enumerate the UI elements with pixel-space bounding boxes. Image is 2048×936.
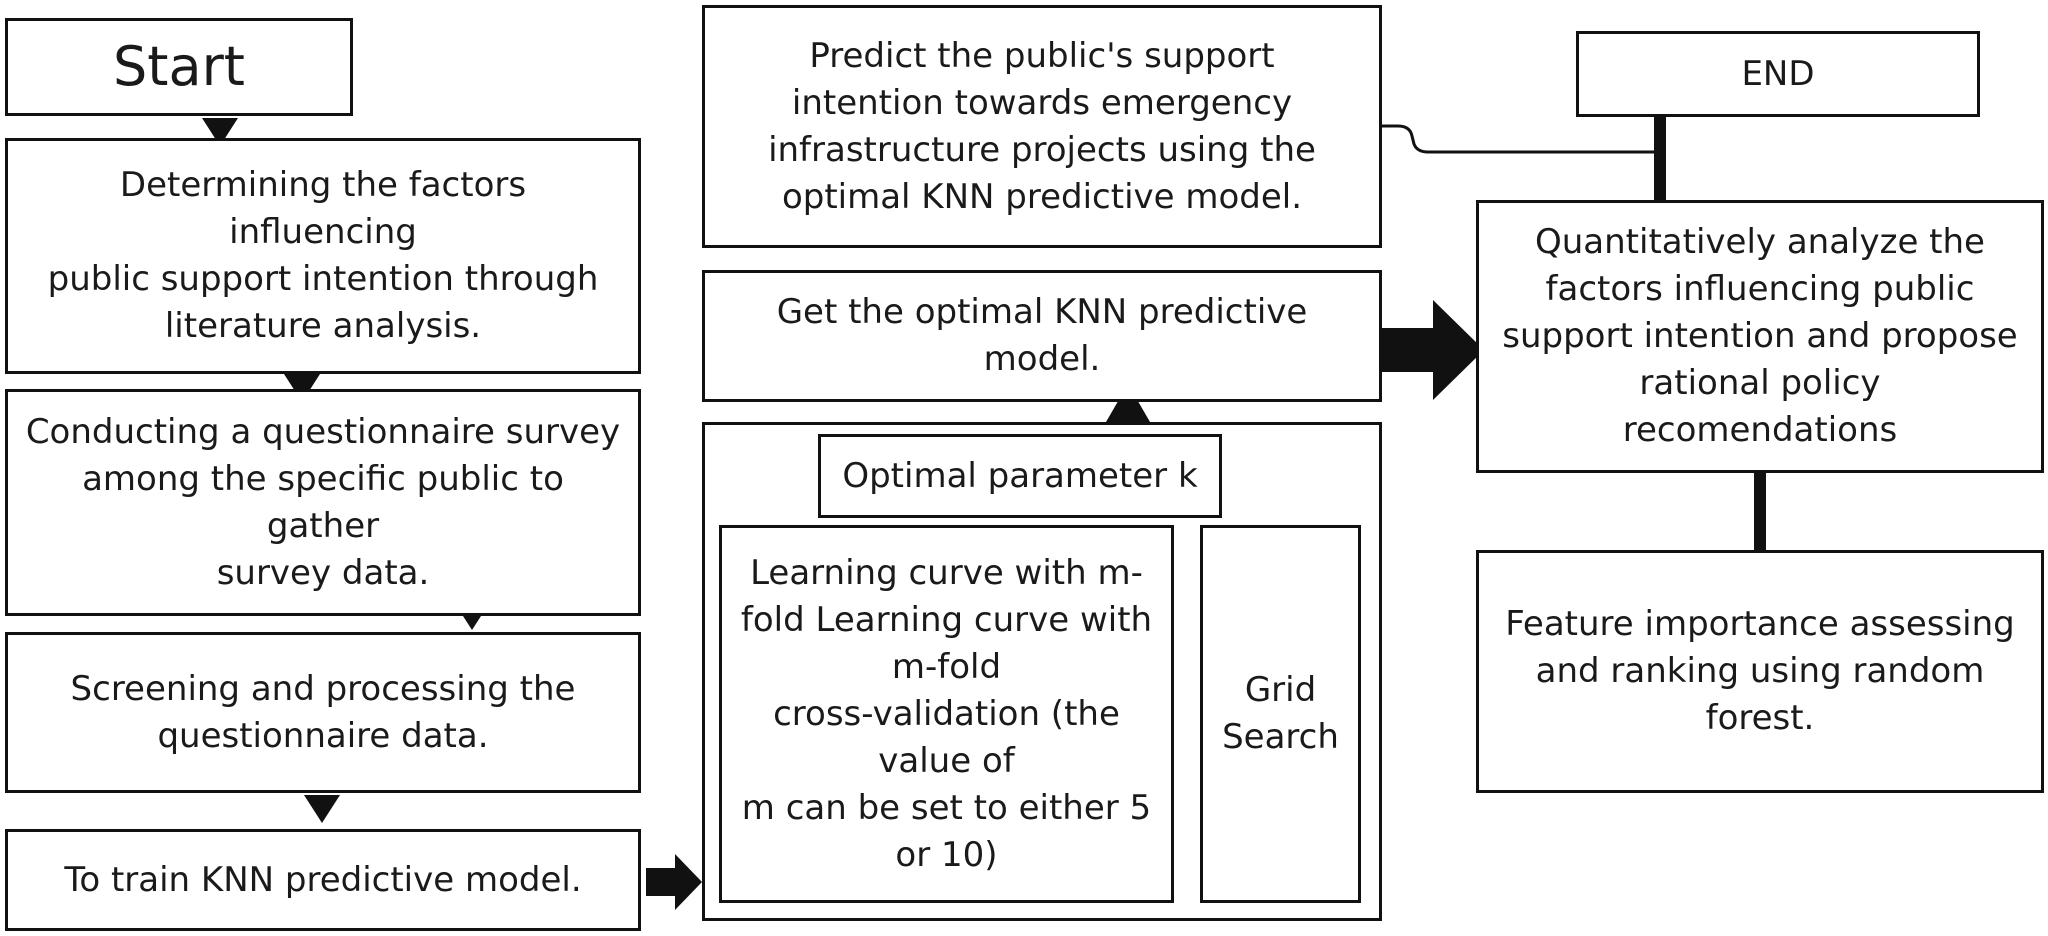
quantitative-analysis-node: Quantitatively analyze the factors influ… xyxy=(1476,200,2044,473)
start-node: Start xyxy=(5,18,353,116)
screening-node: Screening and processing the questionnai… xyxy=(5,632,641,793)
get-optimal-model-node: Get the optimal KNN predictive model. xyxy=(702,270,1382,402)
arrow-train-to-learning xyxy=(646,854,702,910)
predict-support-node: Predict the public's support intention t… xyxy=(702,5,1382,248)
train-knn-node: To train KNN predictive model. xyxy=(5,829,641,931)
grid-search-label: Grid Search xyxy=(1222,670,1339,757)
line-predict-to-end xyxy=(1381,124,1660,154)
arrow-screening-to-train xyxy=(304,795,340,823)
learning-curve-node: Learning curve with m- fold Learning cur… xyxy=(719,525,1174,903)
arrow-determine-to-questionnaire xyxy=(284,374,320,402)
line-quantitative-to-feature xyxy=(1754,473,1766,550)
screening-label: Screening and processing the questionnai… xyxy=(70,668,576,756)
learning-curve-label: Learning curve with m- fold Learning cur… xyxy=(740,552,1153,875)
feature-importance-label: Feature importance assessing and ranking… xyxy=(1505,604,2015,738)
optimal-k-node: Optimal parameter k xyxy=(818,434,1222,518)
feature-importance-node: Feature importance assessing and ranking… xyxy=(1476,550,2044,793)
grid-search-node: Grid Search xyxy=(1200,525,1361,903)
optimal-k-label: Optimal parameter k xyxy=(842,455,1198,496)
end-node: END xyxy=(1576,31,1980,117)
train-knn-label: To train KNN predictive model. xyxy=(64,859,582,900)
questionnaire-node: Conducting a questionnaire survey among … xyxy=(5,389,641,616)
line-end-to-quantitative xyxy=(1654,115,1666,201)
questionnaire-label: Conducting a questionnaire survey among … xyxy=(25,411,621,593)
arrow-learning-to-optimal xyxy=(1106,384,1150,422)
quantitative-analysis-label: Quantitatively analyze the factors influ… xyxy=(1502,222,2018,450)
determine-factors-node: Determining the factors influencing publ… xyxy=(5,138,641,374)
end-label: END xyxy=(1741,53,1815,94)
start-label: Start xyxy=(113,35,245,98)
determine-factors-label: Determining the factors influencing publ… xyxy=(47,165,599,346)
predict-support-label: Predict the public's support intention t… xyxy=(768,35,1316,217)
arrow-start-to-determine xyxy=(202,118,238,146)
get-optimal-model-label: Get the optimal KNN predictive model. xyxy=(776,292,1308,379)
arrow-optimal-to-quantitative xyxy=(1382,300,1484,400)
